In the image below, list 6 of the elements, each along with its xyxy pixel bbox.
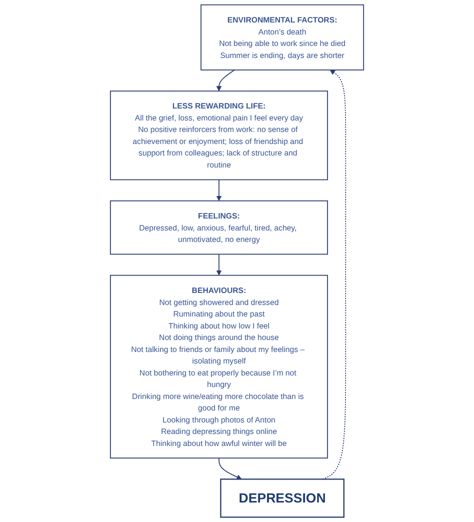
arrow [322, 70, 346, 480]
arrow [218, 458, 242, 480]
node-box: DEPRESSION [220, 478, 344, 518]
arrow [216, 179, 222, 202]
arrow [216, 254, 222, 276]
arrow [216, 70, 235, 92]
